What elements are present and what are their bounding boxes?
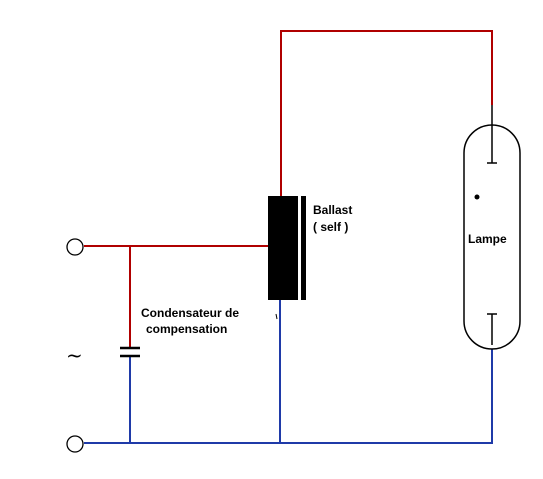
lamp-label: Lampe <box>468 232 507 246</box>
capacitor-label: Condensateur de <box>141 306 239 320</box>
live-wiring <box>84 30 493 348</box>
ballast-coil <box>268 196 306 320</box>
lamp-aux-electrode-dot <box>474 194 480 200</box>
ballast-core <box>268 196 298 300</box>
terminal-neutral <box>66 435 84 453</box>
neutral-wiring <box>84 300 493 444</box>
ballast-sublabel: ( self ) <box>313 220 348 234</box>
lamp-tube <box>463 105 521 350</box>
live-wire-top-loop <box>280 30 493 198</box>
ballast-plate <box>301 196 306 300</box>
ballast-label: Ballast <box>313 203 352 217</box>
ballast-tick <box>275 313 278 320</box>
ac-symbol: ~ <box>66 343 83 367</box>
terminal-live <box>66 238 84 256</box>
capacitor-sublabel: compensation <box>146 322 227 336</box>
compensation-capacitor <box>120 346 140 358</box>
